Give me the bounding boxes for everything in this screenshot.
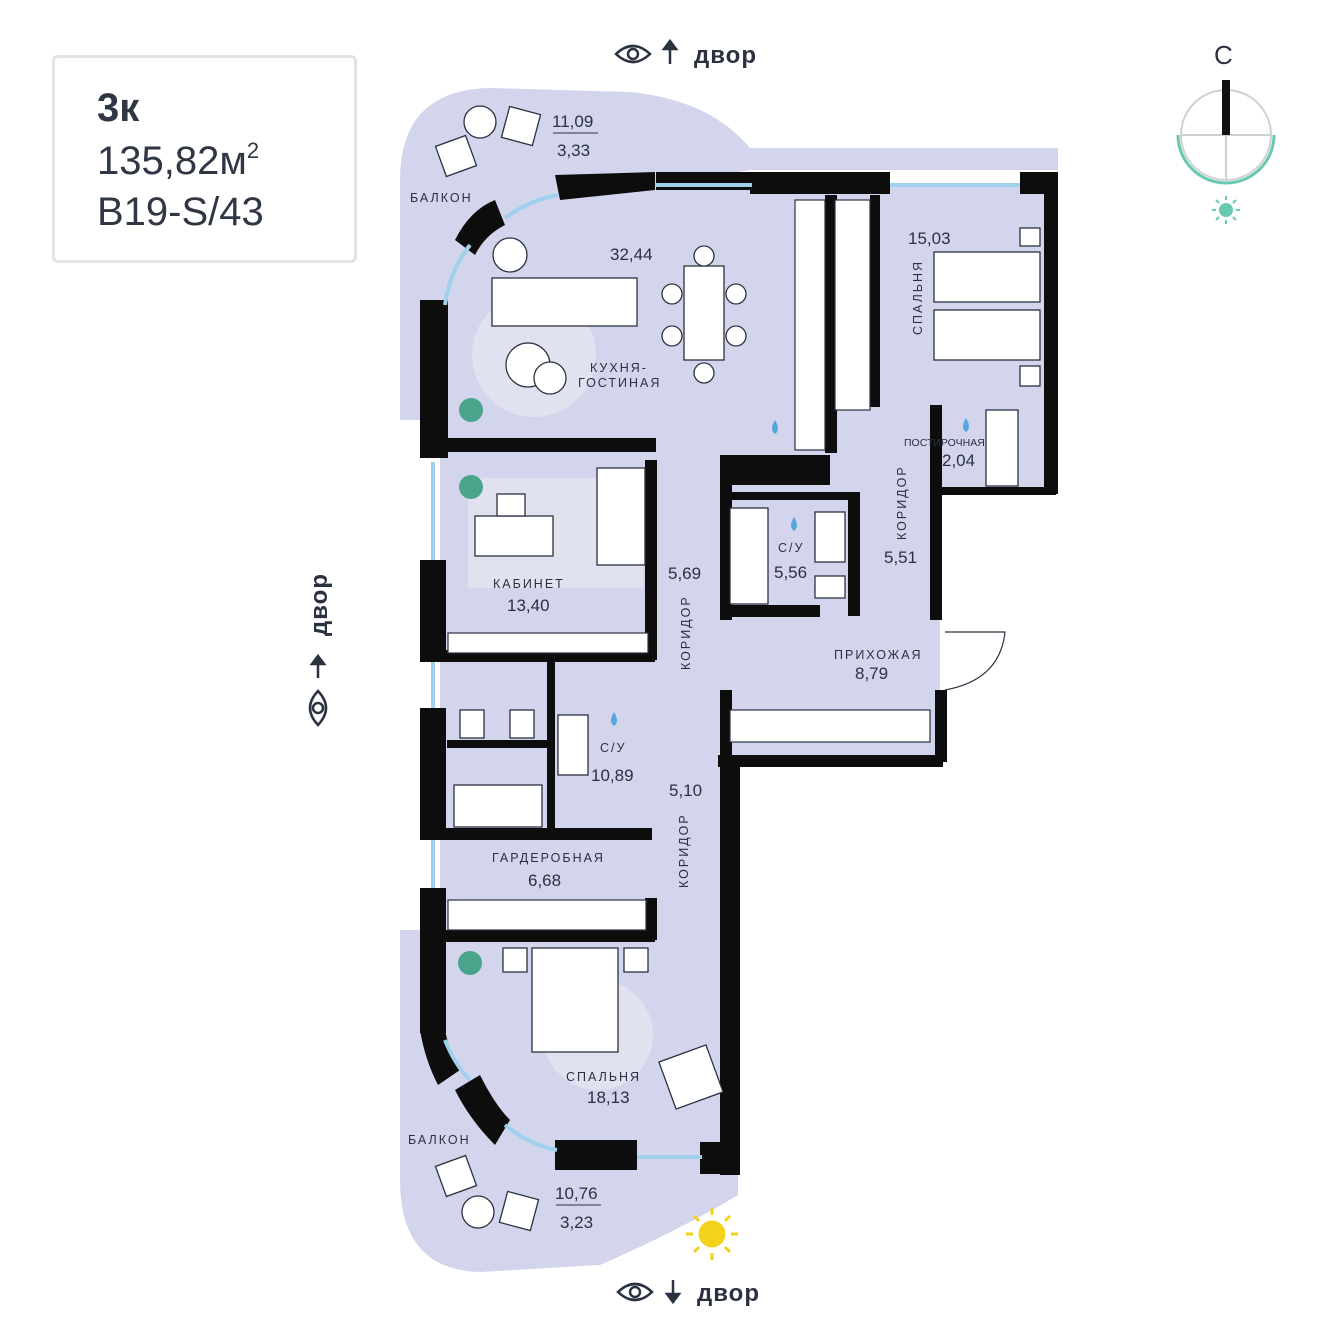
total-area: 135,82м2: [97, 138, 259, 184]
compass: С: [1176, 40, 1276, 224]
study-area: 13,40: [507, 596, 550, 615]
bathroom-large-area: 10,89: [591, 766, 634, 785]
kitchen-name-line1: КУХНЯ-: [590, 361, 648, 375]
view-top-label: двор: [694, 42, 757, 69]
total-area-value: 135,82м: [97, 139, 247, 183]
bathroom-large-name: С/У: [600, 741, 626, 755]
hallway-name: ПРИХОЖАЯ: [834, 648, 923, 662]
plant-icons: [458, 398, 483, 975]
curved-wall-top-2: [555, 172, 655, 200]
area-unit-sup: 2: [246, 138, 260, 163]
compass-north-label: С: [1214, 40, 1233, 70]
corridor-upper-name: КОРИДОР: [679, 595, 693, 670]
study-furniture: [474, 467, 646, 566]
view-left: двор: [306, 573, 333, 727]
corridor-lower-area: 5,10: [669, 781, 702, 800]
laundry-area: 2,04: [942, 451, 975, 470]
balcony-top-name: БАЛКОН: [410, 191, 473, 205]
windows: [431, 183, 1020, 1159]
view-top: двор: [614, 38, 757, 69]
apartment-code: B19-S/43: [97, 190, 264, 234]
kitchen-area: 32,44: [610, 245, 653, 264]
eye-icon: [308, 689, 328, 727]
corridor-right-area: 5,51: [884, 548, 917, 567]
room-labels: БАЛКОН 11,09 3,33 32,44 КУХНЯ- ГОСТИНАЯ …: [408, 112, 985, 1232]
balcony-top-area: 11,09: [552, 112, 593, 131]
curved-wall-bottom-2: [420, 1030, 460, 1085]
room-count: 3к: [97, 86, 140, 130]
balcony-bottom-floor: [400, 930, 738, 1272]
balcony-bottom-area-reduced: 3,23: [560, 1213, 593, 1232]
view-bottom-label: двор: [697, 1280, 760, 1307]
apartment-info-card: 3к 135,82м2 B19-S/43: [52, 55, 357, 263]
corridor-upper-area: 5,69: [668, 564, 701, 583]
compass-sun-icon: [1212, 196, 1240, 224]
arrow-up-icon: [661, 38, 679, 64]
entry-door-swing: [944, 631, 1006, 691]
bedroom-small-name: СПАЛЬНЯ: [911, 260, 925, 335]
balcony-top-area-reduced: 3,33: [557, 141, 590, 160]
bedroom-large-area: 18,13: [587, 1088, 630, 1107]
curved-wall-bottom-1: [455, 1075, 510, 1145]
balcony-chairs: [434, 105, 542, 1232]
eye-icon: [616, 1282, 654, 1302]
walls: [420, 172, 1058, 1175]
arrow-down-icon: [664, 1280, 682, 1305]
wardrobe-units: [447, 199, 931, 931]
wardrobe-name: ГАРДЕРОБНАЯ: [492, 851, 605, 865]
eye-icon: [614, 44, 652, 64]
view-bottom: двор: [616, 1280, 760, 1307]
bedroom-small-area: 15,03: [908, 229, 951, 248]
kitchen-furniture: [491, 237, 747, 395]
study-name: КАБИНЕТ: [493, 577, 565, 591]
corridor-right-name: КОРИДОР: [895, 465, 909, 540]
balcony-top-floor: [400, 88, 1058, 420]
view-left-label: двор: [306, 573, 333, 636]
water-drop-icons: [611, 418, 969, 726]
arrow-up-icon: [309, 653, 327, 678]
bathroom-small-name: С/У: [778, 541, 804, 555]
bedroom-large-name: СПАЛЬНЯ: [566, 1070, 641, 1084]
kitchen-name-line2: ГОСТИНАЯ: [578, 376, 661, 390]
bathroom-fixtures: [453, 409, 1019, 828]
bathroom-small-area: 5,56: [774, 563, 807, 582]
bedroom-furniture: [502, 227, 1041, 1110]
laundry-name: ПОСТИРОЧНАЯ: [904, 437, 985, 449]
hallway-area: 8,79: [855, 664, 888, 683]
sun-icon: [686, 1208, 738, 1260]
corridor-lower-name: КОРИДОР: [677, 813, 691, 888]
curved-wall-top-1: [455, 200, 505, 255]
wardrobe-area: 6,68: [528, 871, 561, 890]
balcony-bottom-area: 10,76: [555, 1184, 598, 1203]
balcony-bottom-name: БАЛКОН: [408, 1133, 471, 1147]
